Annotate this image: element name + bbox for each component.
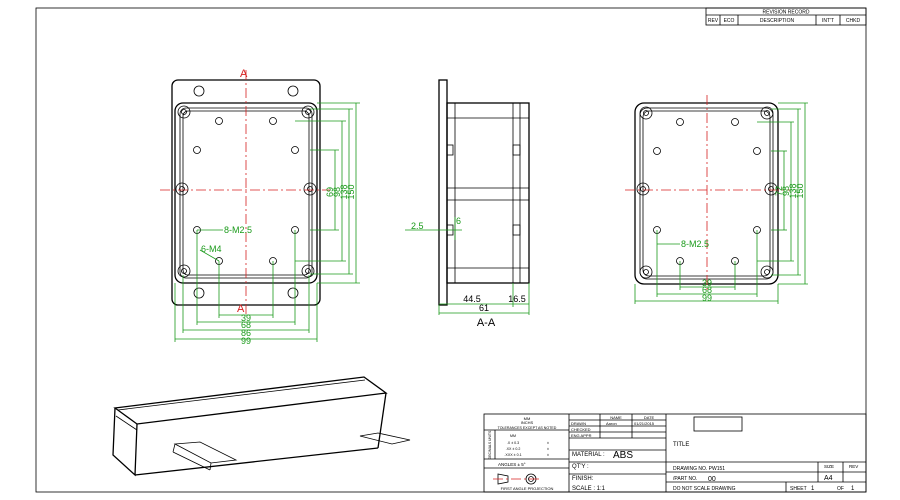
scale-label: SCALE : 1:1	[572, 486, 606, 492]
drawn-name: Aaron	[606, 421, 617, 426]
units-inchs: INCHS	[521, 420, 534, 425]
rear-body-outline	[634, 102, 779, 285]
drawing-number: DRAWING NO. PW151	[673, 466, 725, 472]
int-header: INT'T	[822, 18, 834, 24]
front-dim-v-138: 138	[339, 184, 349, 199]
revision-record-table: REVISION RECORD REV ECO DESCRIPTION INT'…	[705, 7, 867, 26]
rear-dim-h-39: 39	[702, 278, 712, 288]
tolerance-note: TOLERANCES EXCEPT AS NOTED	[498, 426, 557, 430]
front-dim-v-150: 150	[346, 184, 356, 199]
front-dim-v-98: 98	[332, 187, 342, 197]
drawn-date: 01/21/2015	[634, 421, 655, 426]
flange-hole	[193, 287, 205, 299]
rear-dim-v-72: 72	[774, 186, 784, 196]
section-marker-top: A	[240, 68, 248, 80]
material-label: MATERIAL :	[572, 452, 605, 458]
section-marker-bottom: A	[237, 303, 245, 315]
front-dim-v-69: 69	[325, 187, 335, 197]
no-scale-note: DO NOT SCALE DRAWING	[673, 486, 736, 492]
chkd-header: CHKD	[846, 18, 861, 24]
tol-row-label: .X ± 0.3	[507, 441, 519, 445]
front-dim-h-99: 99	[241, 336, 251, 346]
of-value: 1	[851, 486, 855, 492]
flange-hole	[193, 85, 205, 97]
side-dim-6: 6	[456, 216, 461, 226]
side-dim-2-5: 2.5	[411, 221, 424, 231]
size-label: SIZE	[824, 464, 834, 469]
title-block: MM INCHS TOLERANCES EXCEPT AS NOTED DECI…	[483, 413, 867, 493]
rear-dim-v-138: 138	[788, 183, 798, 198]
tolerance-side-label: DECIMALS UNITS	[488, 430, 492, 459]
side-body	[446, 102, 530, 284]
front-dim-h-86: 86	[241, 328, 251, 338]
revision-record-title: REVISION RECORD	[763, 10, 810, 16]
title-label: TITLE	[673, 442, 689, 448]
sheet-label: SHEET	[790, 486, 807, 492]
side-section-view: 2.5 6 44.5 16.5 61 A-A	[405, 79, 530, 329]
rear-dim-v-150: 150	[795, 183, 805, 198]
rear-view: 72 98 138 150 39 68 99 8-M2.5	[625, 95, 808, 304]
tol-row-label: MM	[510, 434, 516, 438]
drawn-label: DRAWN	[571, 421, 586, 426]
tol-row-value: ±	[547, 447, 549, 451]
description-header: DESCRIPTION	[760, 18, 795, 24]
col-name-header: NAME	[610, 415, 622, 420]
sheet-value: 1	[811, 486, 815, 492]
side-dim-44-5: 44.5	[463, 294, 481, 304]
drawing-border	[35, 7, 867, 493]
angles-tolerance: ANGLES ± 5°	[498, 462, 526, 467]
units-mm: MM	[524, 416, 531, 421]
holes-callout-m2-5: 8-M2.5	[224, 225, 252, 235]
front-dim-h-68: 68	[241, 320, 251, 330]
projection-label: FIRST ANGLE PROJECTION	[501, 486, 554, 491]
section-label: A-A	[477, 317, 496, 329]
tol-row-label: .XXX ± 0.1	[504, 453, 521, 457]
tol-row-label: .XX ± 0.2	[506, 447, 521, 451]
front-view: A A 69 98 138 150 39 68 86 99 8-M2.5 6-M…	[160, 68, 360, 346]
tol-row-value: ±	[547, 441, 549, 445]
rev-header: REV	[708, 18, 719, 24]
front-dim-h-39: 39	[241, 313, 251, 323]
eng-appr-label: ENG APPR	[571, 433, 592, 438]
side-dim-61: 61	[479, 303, 489, 313]
of-label: OF	[837, 486, 844, 492]
tol-row-value: ±	[547, 453, 549, 457]
rear-dim-h-68: 68	[702, 285, 712, 295]
rear-dim-h-99: 99	[702, 293, 712, 303]
rev-label: REV	[849, 464, 858, 469]
flange-hole	[287, 287, 299, 299]
eco-header: ECO	[724, 18, 735, 24]
size-value: A4	[824, 475, 833, 482]
material-value: ABS	[613, 450, 633, 461]
flange-hole	[287, 85, 299, 97]
qty-label: QT'Y :	[572, 464, 589, 470]
side-flange	[438, 79, 448, 306]
finish-label: FINISH:	[572, 476, 594, 482]
checked-label: CHECKED	[571, 427, 591, 432]
title-logo-box	[693, 416, 743, 432]
rear-dim-v-98: 98	[781, 186, 791, 196]
first-angle-projection-icon	[493, 473, 540, 485]
holes-callout-m4: 6-M4	[201, 244, 222, 254]
side-dim-16-5: 16.5	[508, 294, 526, 304]
part-number-label: /PART NO.	[673, 476, 697, 482]
rear-holes-callout: 8-M2.5	[681, 239, 709, 249]
part-number-value: 00	[708, 476, 716, 483]
isometric-view	[112, 376, 411, 477]
col-date-header: DATE	[644, 415, 655, 420]
